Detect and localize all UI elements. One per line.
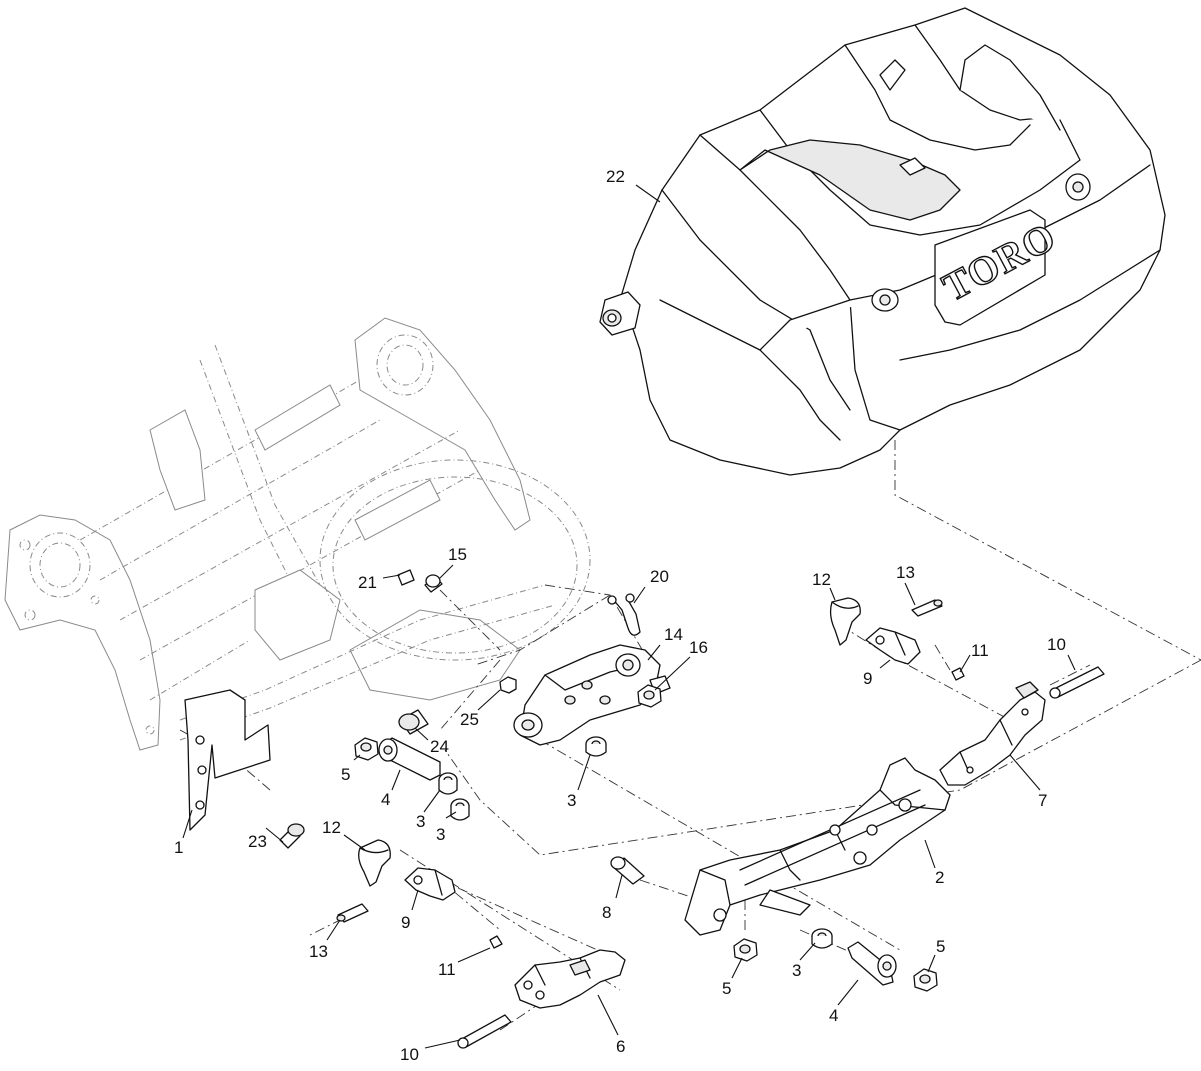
nut-part-5-upper [354,737,379,761]
callout-8: 8 [602,903,611,922]
callout-13-upper: 13 [896,563,915,582]
callout-12-upper: 12 [812,570,831,589]
pin-part-10-upper [1049,666,1105,699]
callout-7: 7 [1038,791,1047,810]
cover-shroud: TORO [599,7,1166,476]
callout-11-lower: 11 [438,960,456,979]
callout-5-upper: 5 [341,765,350,784]
bolt-part-23 [279,823,305,849]
spacer-part-3 [585,736,607,757]
hinge-block-part-6 [514,949,626,1009]
hinge-block-part-7 [939,681,1046,786]
callout-22: 22 [606,167,625,186]
callout-labels: 22 15 20 21 14 16 12 13 11 10 9 25 24 5 … [174,167,1066,1064]
pin-part-13-lower [336,903,369,923]
bushing-part-24 [398,709,429,735]
callout-3-b: 3 [436,825,445,844]
callout-4-lower: 4 [829,1006,838,1025]
u-bolt-part-20 [607,593,641,636]
pin-part-4-upper [378,737,441,781]
callout-5-lower-a: 5 [722,979,731,998]
cover-bolt-hole [871,288,899,312]
clip-part-12-upper [829,597,861,646]
bolt-part-15 [424,574,443,593]
assembly-centerlines [179,440,1201,1031]
callout-14: 14 [664,625,683,644]
callout-3-d: 3 [792,961,801,980]
latch-part-9-upper [865,627,921,665]
callout-21: 21 [358,573,377,592]
callout-24: 24 [430,737,449,756]
latch-part-9-lower [404,867,456,901]
clip-part-11-lower [489,935,503,949]
callout-3-a: 3 [416,812,425,831]
nut-part-5-lower [733,938,758,962]
callout-1: 1 [174,838,183,857]
callout-15: 15 [448,545,467,564]
callout-10-lower: 10 [400,1045,419,1064]
carrier-frame-part-2 [684,757,951,936]
frame-assembly-reference [4,317,591,751]
clip-part-11-upper [951,667,965,681]
callout-25: 25 [460,710,479,729]
callout-6: 6 [616,1037,625,1056]
hitch-block-part-14 [513,644,671,746]
callout-23: 23 [248,832,267,851]
nut-part-5-lower [913,968,938,992]
nut-part-16 [637,684,662,708]
callout-20: 20 [650,567,669,586]
callout-9-upper: 9 [863,669,872,688]
spacer-part-3 [438,772,458,795]
callout-9-lower: 9 [401,913,410,932]
callout-3-c: 3 [567,791,576,810]
callout-10-upper: 10 [1047,635,1066,654]
callout-11-upper: 11 [971,641,989,660]
clip-part-12-lower [358,839,391,887]
cover-side-latch [599,291,641,336]
spacer-part-3 [450,798,470,821]
bolt-part-8 [610,856,645,885]
pin-part-13-upper [911,599,943,617]
nut-part-25 [499,676,517,694]
callout-12-lower: 12 [322,818,341,837]
callout-16: 16 [689,638,708,657]
callout-13-lower: 13 [309,942,328,961]
callout-4-upper: 4 [381,790,390,809]
clip-part-21 [397,569,415,586]
pin-part-4-lower [847,941,897,986]
bracket-part-1 [184,689,271,831]
cover-bolt-hole [1065,173,1091,201]
pin-part-10-lower [457,1014,512,1049]
callout-leaders [182,184,1076,1049]
callout-5-lower-b: 5 [936,937,945,956]
spacer-part-3 [811,928,833,949]
callout-2: 2 [935,868,944,887]
